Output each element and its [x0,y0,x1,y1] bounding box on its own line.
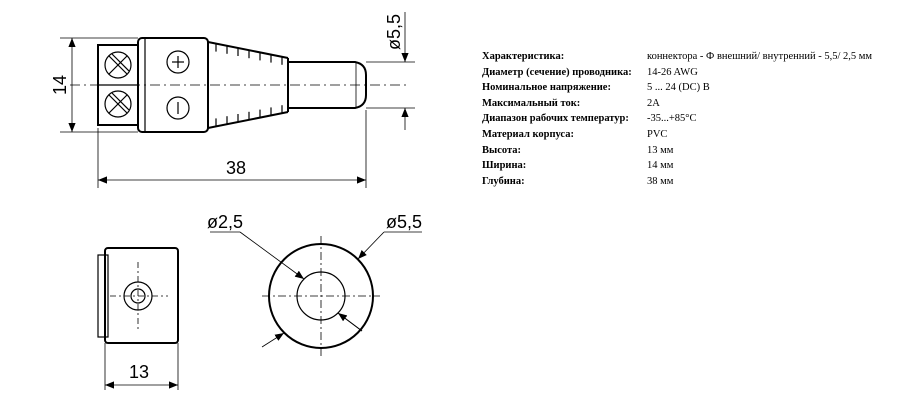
spec-value: 38 мм [647,175,674,187]
spec-value: 2A [647,97,660,109]
inner-diameter-dimension: ø2,5 [207,212,243,232]
spec-row: Ширина: 14 мм [482,158,872,174]
barrel-diameter-dimension: ø5,5 [384,14,404,50]
ribbed-taper [207,41,289,129]
rear-view: 13 [97,247,179,390]
spec-value: 13 мм [647,144,674,156]
spec-value: -35...+85°C [647,113,697,125]
spec-row: Диаметр (сечение) проводника: 14-26 AWG [482,65,872,81]
minus-icon [166,96,190,120]
spec-label: Высота: [482,144,522,156]
length-dimension: 38 [226,158,246,178]
spec-value: 5 ... 24 (DC) В [647,82,710,94]
spec-row: Номинальное напряжение: 5 ... 24 (DC) В [482,80,872,96]
screw-icon [104,51,132,79]
spec-row: Глубина: 38 мм [482,174,872,190]
spec-label: Диаметр (сечение) проводника: [482,66,632,78]
screw-icon [104,90,132,118]
spec-label: Материал корпуса: [482,128,574,140]
spec-label: Максимальный ток: [482,97,581,109]
rear-body [104,247,179,344]
spec-label: Ширина: [482,160,527,172]
width-dimension: 13 [129,362,149,382]
spec-row: Материал корпуса: PVC [482,127,872,143]
height-dimension: 14 [50,75,70,95]
plus-icon [166,50,190,74]
spec-value: коннектора - Ф внешний/ внутренний - 5,5… [647,51,873,62]
spec-label: Диапазон рабочих температур: [482,113,629,125]
spec-label: Глубина: [482,175,525,187]
outer-diameter-dimension: ø5,5 [386,212,422,232]
spec-label: Номинальное напряжение: [482,82,611,94]
spec-row: Максимальный ток: 2A [482,96,872,112]
specifications-table: Характеристика: коннектора - Ф внешний/ в… [482,49,872,189]
spec-label: Характеристика: [482,51,565,62]
spec-row: Диапазон рабочих температур: -35...+85°C [482,111,872,127]
spec-row: Высота: 13 мм [482,143,872,159]
spec-value: PVC [647,128,668,140]
spec-value: 14 мм [647,160,674,172]
spec-row: Характеристика: коннектора - Ф внешний/ в… [482,49,872,65]
rib-lines [215,43,283,127]
spec-value: 14-26 AWG [647,66,698,78]
front-view: ø2,5 ø5,5 [207,212,422,356]
side-view: 14 38 ø5,5 [50,12,415,188]
